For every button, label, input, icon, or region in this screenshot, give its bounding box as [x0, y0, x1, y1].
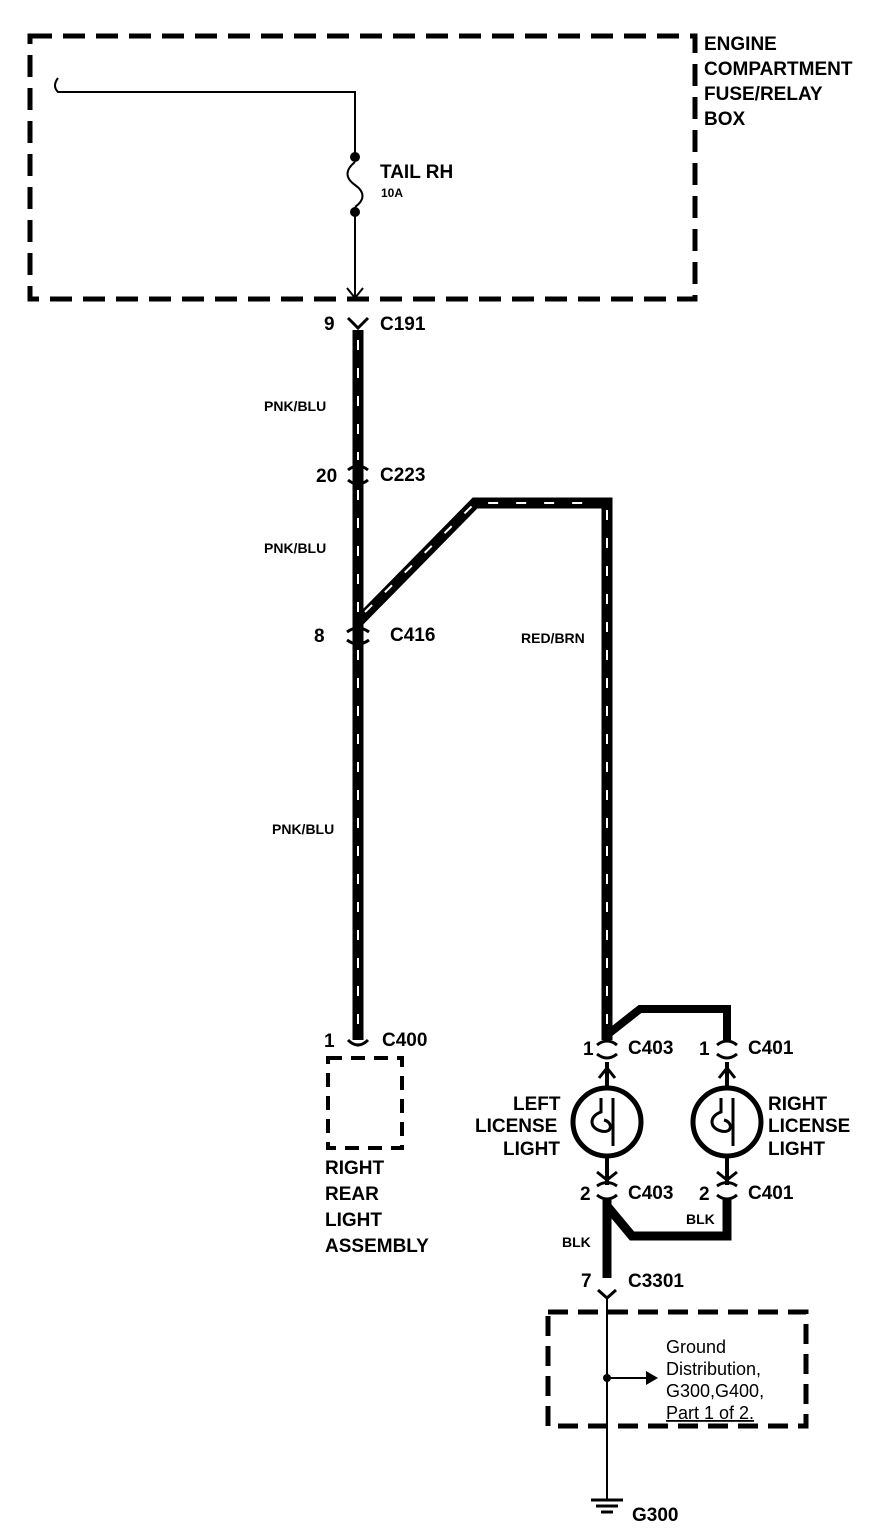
left-license-light-label: LEFT LICENSE LIGHT — [475, 1094, 561, 1160]
c191-name: C191 — [380, 314, 426, 335]
connector-c3301 — [597, 1288, 617, 1301]
connector-c403-top — [596, 1039, 618, 1060]
ground-name: G300 — [632, 1505, 678, 1526]
rr-line1: RIGHT — [325, 1158, 385, 1179]
box-label-line4: BOX — [704, 109, 746, 130]
c3301-pin: 7 — [581, 1271, 592, 1292]
c400-name: C400 — [382, 1030, 427, 1051]
right-license-light-label: RIGHT LICENSE LIGHT — [768, 1094, 850, 1160]
wire-label-blk-right: BLK — [686, 1211, 715, 1227]
connector-c416 — [346, 626, 370, 646]
rl-line3: LIGHT — [768, 1139, 825, 1160]
c403-bottom-pin: 2 — [580, 1184, 591, 1205]
ground-distribution-box — [545, 1309, 809, 1429]
box-label-line3: FUSE/RELAY — [704, 84, 823, 105]
wire-blk — [602, 1200, 732, 1278]
c403-top-pin: 1 — [583, 1039, 594, 1060]
gd-line1: Ground — [666, 1337, 726, 1357]
ll-line1: LEFT — [513, 1094, 561, 1115]
wire-red-brn — [354, 497, 613, 1040]
fuse-symbol — [346, 161, 364, 208]
rl-line1: RIGHT — [768, 1094, 828, 1115]
fuse-name: TAIL RH — [380, 162, 453, 183]
ll-line3: LIGHT — [503, 1139, 560, 1160]
c403-top-name: C403 — [628, 1038, 673, 1059]
connector-c191 — [346, 316, 370, 331]
box-label-line1: ENGINE — [704, 34, 777, 55]
rr-line3: LIGHT — [325, 1210, 382, 1231]
fuse-rating: 10A — [381, 186, 403, 200]
c400-pin: 1 — [324, 1031, 335, 1052]
left-light-arrow-top — [597, 1065, 617, 1079]
c401-bottom-pin: 2 — [699, 1184, 710, 1205]
connector-c403-bottom — [596, 1170, 618, 1201]
ground-symbol-icon — [591, 1498, 623, 1514]
wire-label-4: RED/BRN — [521, 630, 585, 646]
rl-line2: LICENSE — [768, 1116, 850, 1137]
connector-c401-bottom — [716, 1170, 738, 1201]
c401-top-pin: 1 — [699, 1039, 710, 1060]
ground-junction — [603, 1374, 611, 1382]
c416-name: C416 — [390, 625, 435, 646]
right-rear-light-box — [326, 1056, 404, 1150]
box-label-line2: COMPARTMENT — [704, 59, 853, 80]
wire-label-2: PNK/BLU — [264, 540, 326, 556]
fuse-relay-box — [27, 33, 698, 302]
wire-right-license-feed — [604, 1005, 731, 1040]
wire-label-3: PNK/BLU — [272, 821, 334, 837]
ground-branch-arrow — [646, 1371, 658, 1385]
connector-c223 — [347, 464, 369, 486]
right-rear-light-label: RIGHT REAR LIGHT ASSEMBLY — [325, 1158, 429, 1257]
right-light-arrow-top — [717, 1065, 737, 1079]
fuse-relay-box-label: ENGINE COMPARTMENT FUSE/RELAY BOX — [704, 34, 853, 130]
rr-line4: ASSEMBLY — [325, 1236, 429, 1257]
connector-c401-top — [716, 1039, 738, 1060]
fuse-terminal-top — [350, 152, 360, 162]
wire-label-blk-left: BLK — [562, 1234, 591, 1250]
c191-pin: 9 — [324, 314, 335, 335]
c416-pin: 8 — [314, 626, 325, 647]
c401-top-name: C401 — [748, 1038, 794, 1059]
box-output-arrow — [346, 287, 364, 300]
internal-feed-line — [54, 77, 356, 155]
wire-label-1: PNK/BLU — [264, 398, 326, 414]
rr-line2: REAR — [325, 1184, 379, 1205]
c223-pin: 20 — [316, 466, 337, 487]
gd-line4: Part 1 of 2. — [666, 1403, 754, 1423]
gd-line3: G300,G400, — [666, 1381, 764, 1401]
wire-stripes — [357, 340, 608, 1030]
connector-c400 — [346, 1038, 370, 1047]
gd-line2: Distribution, — [666, 1359, 761, 1379]
left-filament-icon — [590, 1098, 615, 1146]
c401-bottom-name: C401 — [748, 1183, 794, 1204]
ground-distribution-label: Ground Distribution, G300,G400, Part 1 o… — [666, 1337, 764, 1423]
c3301-name: C3301 — [628, 1271, 684, 1292]
c403-bottom-name: C403 — [628, 1183, 673, 1204]
ll-line2: LICENSE — [475, 1116, 557, 1137]
right-filament-icon — [710, 1098, 735, 1146]
c223-name: C223 — [380, 465, 425, 486]
